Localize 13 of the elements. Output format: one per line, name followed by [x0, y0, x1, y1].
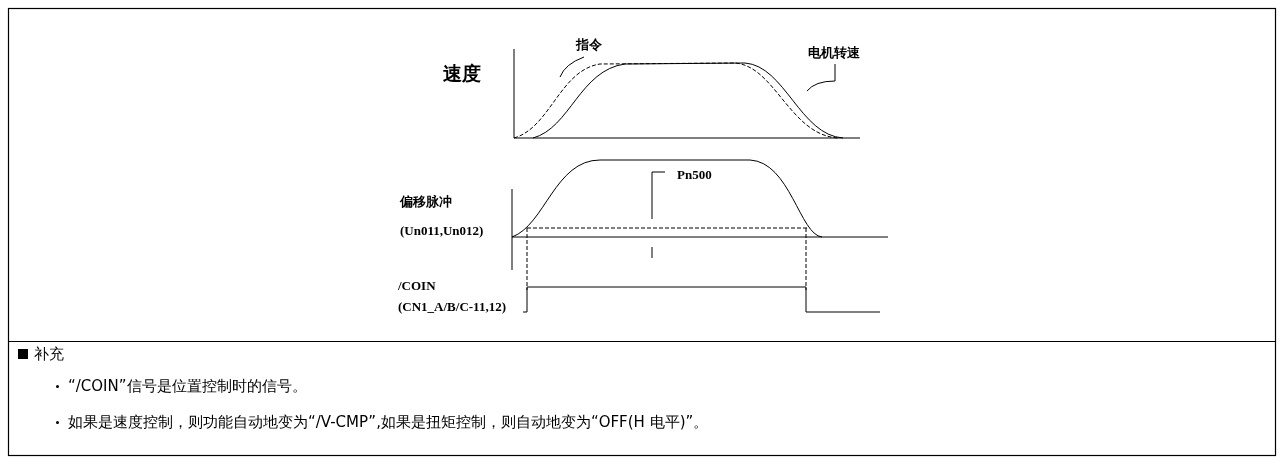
- curve-label: 电机转速: [808, 46, 860, 59]
- axis-label: 偏移脉冲: [400, 193, 452, 211]
- axis-label: 速度: [443, 63, 481, 83]
- pin-label: (CN1_A/B/C-11,12): [398, 298, 506, 316]
- signal-name: /COIN: [398, 277, 436, 295]
- leader-line: [806, 63, 836, 92]
- axis-label: (Un011,Un012): [400, 222, 484, 240]
- note-text: 如果是速度控制，则功能自动地变为“/V-CMP”,如果是扭矩控制，则自动地变为“OFF(H 电平)”。: [68, 412, 709, 432]
- note-text: “/COIN”信号是位置控制时的信号。: [68, 376, 307, 396]
- dimension-label: Pn500: [677, 166, 712, 184]
- section-heading: 补充: [34, 344, 64, 364]
- curve-label: 指令: [576, 38, 602, 51]
- leader-line: [559, 56, 585, 78]
